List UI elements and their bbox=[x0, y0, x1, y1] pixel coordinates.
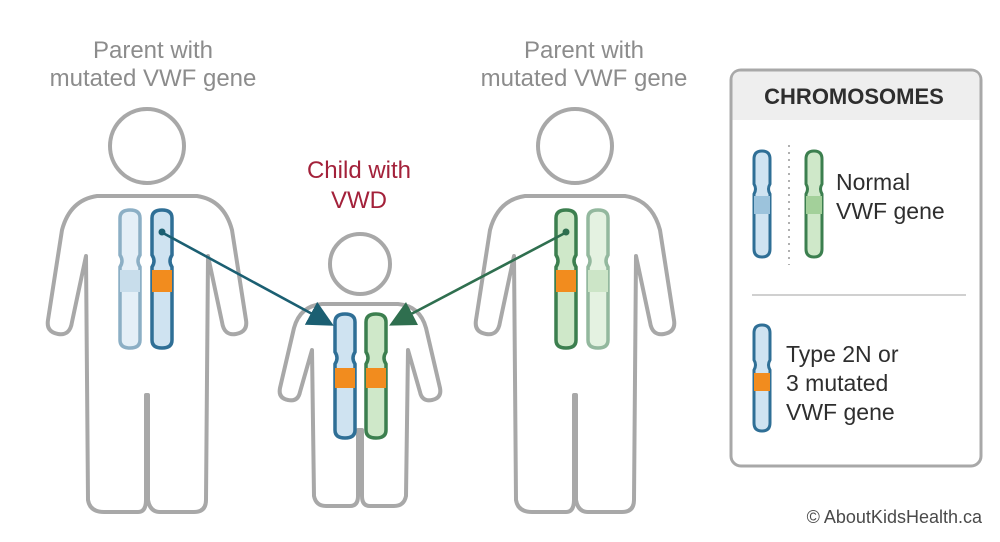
legend: CHROMOSOMES Normal VWF gene Type 2N or 3… bbox=[729, 68, 983, 468]
child bbox=[277, 232, 443, 508]
child-body bbox=[277, 302, 443, 508]
arrow-right-parent-to-child bbox=[389, 231, 566, 326]
right-parent-head bbox=[536, 107, 614, 185]
left-parent-mutation-band bbox=[152, 270, 172, 292]
child-green-chromosome bbox=[364, 312, 388, 440]
child-label-line1: Child with bbox=[307, 157, 411, 184]
legend-normal-green-chromosome bbox=[804, 149, 824, 259]
child-label-line2: VWD bbox=[331, 187, 387, 214]
left-parent-label-line2: mutated VWF gene bbox=[50, 65, 257, 92]
right-parent-body bbox=[473, 194, 677, 514]
legend-normal-label-line2: VWF gene bbox=[836, 198, 945, 224]
right-parent-label-line2: mutated VWF gene bbox=[481, 65, 688, 92]
arrow-left-parent-to-child bbox=[162, 231, 334, 326]
left-parent-head bbox=[108, 107, 186, 185]
child-blue-mutation-band bbox=[335, 368, 355, 388]
legend-mutated-label-line3: VWF gene bbox=[786, 399, 895, 425]
credit-text: © AboutKidsHealth.ca bbox=[807, 507, 983, 527]
legend-normal-label-line1: Normal bbox=[836, 169, 910, 195]
left-parent bbox=[45, 107, 249, 514]
right-parent-mutated-chromosome bbox=[554, 208, 578, 350]
left-parent-body bbox=[45, 194, 249, 514]
legend-title: CHROMOSOMES bbox=[764, 84, 944, 109]
child-head bbox=[328, 232, 392, 296]
legend-mutation-band bbox=[754, 373, 770, 391]
child-green-mutation-band bbox=[366, 368, 386, 388]
left-parent-mutated-chromosome bbox=[150, 208, 174, 350]
right-parent-normal-chromosome bbox=[586, 208, 610, 350]
legend-mutated-label-line2: 3 mutated bbox=[786, 370, 888, 396]
left-parent-normal-chromosome bbox=[118, 208, 142, 350]
legend-header-band bbox=[732, 71, 980, 120]
right-parent-mutation-band bbox=[556, 270, 576, 292]
right-parent bbox=[473, 107, 677, 514]
child-blue-chromosome bbox=[333, 312, 357, 440]
right-parent-label-line1: Parent with bbox=[524, 37, 644, 64]
left-parent-label-line1: Parent with bbox=[93, 37, 213, 64]
legend-normal-blue-chromosome bbox=[752, 149, 772, 259]
legend-box bbox=[729, 68, 983, 468]
legend-mutated-chromosome bbox=[752, 323, 772, 433]
legend-mutated-label-line1: Type 2N or bbox=[786, 341, 899, 367]
